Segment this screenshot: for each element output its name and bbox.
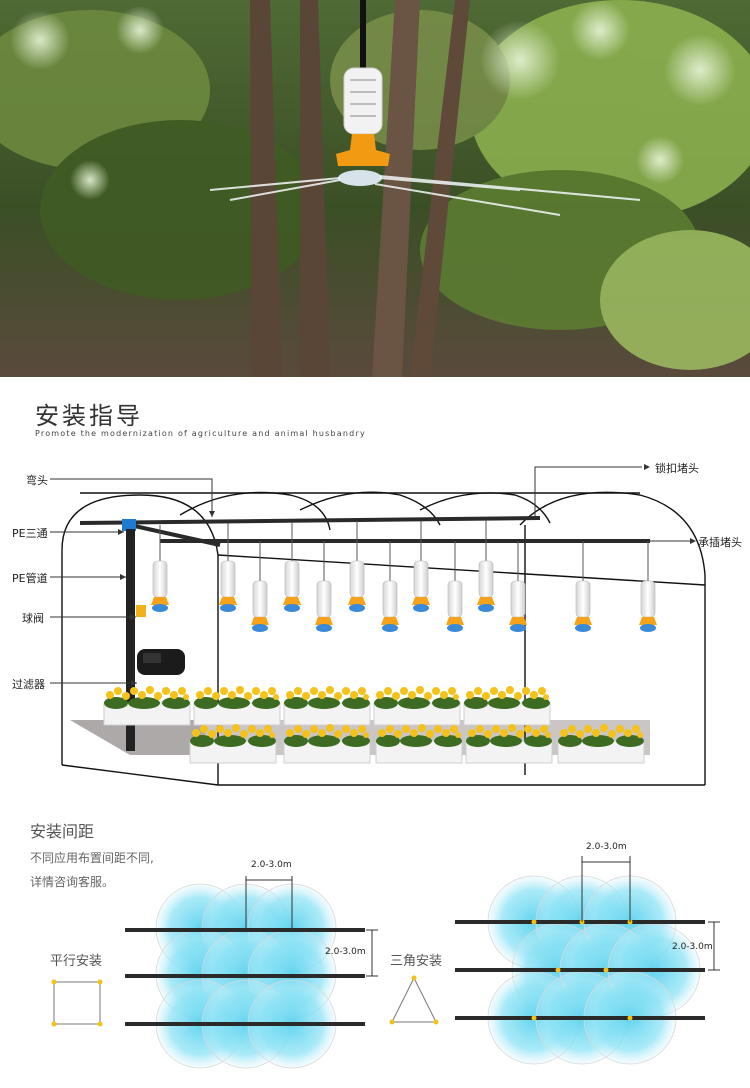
triangle-horizontal-dim: 2.0-3.0m [586, 842, 627, 852]
parallel-vertical-dim: 2.0-3.0m [325, 947, 366, 957]
greenhouse-diagram: 弯头 锁扣堵头 PE三通 承插堵头 PE管道 球阀 过滤器 [0, 455, 750, 795]
label-lock-cap: 锁扣堵头 [655, 462, 699, 475]
label-filter: 过滤器 [12, 678, 45, 691]
triangle-vertical-dim: 2.0-3.0m [672, 942, 713, 952]
greenhouse-illustration [50, 464, 706, 786]
parallel-horizontal-dim: 2.0-3.0m [251, 860, 292, 870]
label-pe-pipe: PE管道 [12, 572, 48, 585]
spacing-section: 2.0-3.0m 2.0-3.0m 2.0-3.0m 2.0-3.0m 平行安装… [0, 836, 750, 1084]
spacing-desc-line2: 详情咨询客服。 [30, 875, 115, 889]
label-elbow: 弯头 [26, 474, 48, 487]
hero-photo [0, 0, 750, 377]
guide-subtitle: Promote the modernization of agriculture… [35, 429, 366, 438]
parallel-install-label: 平行安装 [50, 954, 103, 969]
label-ball-valve: 球阀 [22, 612, 44, 625]
spacing-title: 安装间距 [30, 822, 95, 841]
guide-title: 安装指导 [35, 402, 143, 430]
triangle-install-label: 三角安装 [390, 954, 443, 969]
spacing-description: 不同应用布置间距不同, 详情咨询客服。 [30, 846, 154, 894]
spacing-illustration [51, 856, 720, 1069]
label-socket-cap: 承插堵头 [698, 536, 742, 549]
spacing-desc-line1: 不同应用布置间距不同, [30, 851, 154, 865]
label-pe-tee: PE三通 [12, 527, 48, 540]
mist-sprinkler-photo [0, 0, 750, 377]
